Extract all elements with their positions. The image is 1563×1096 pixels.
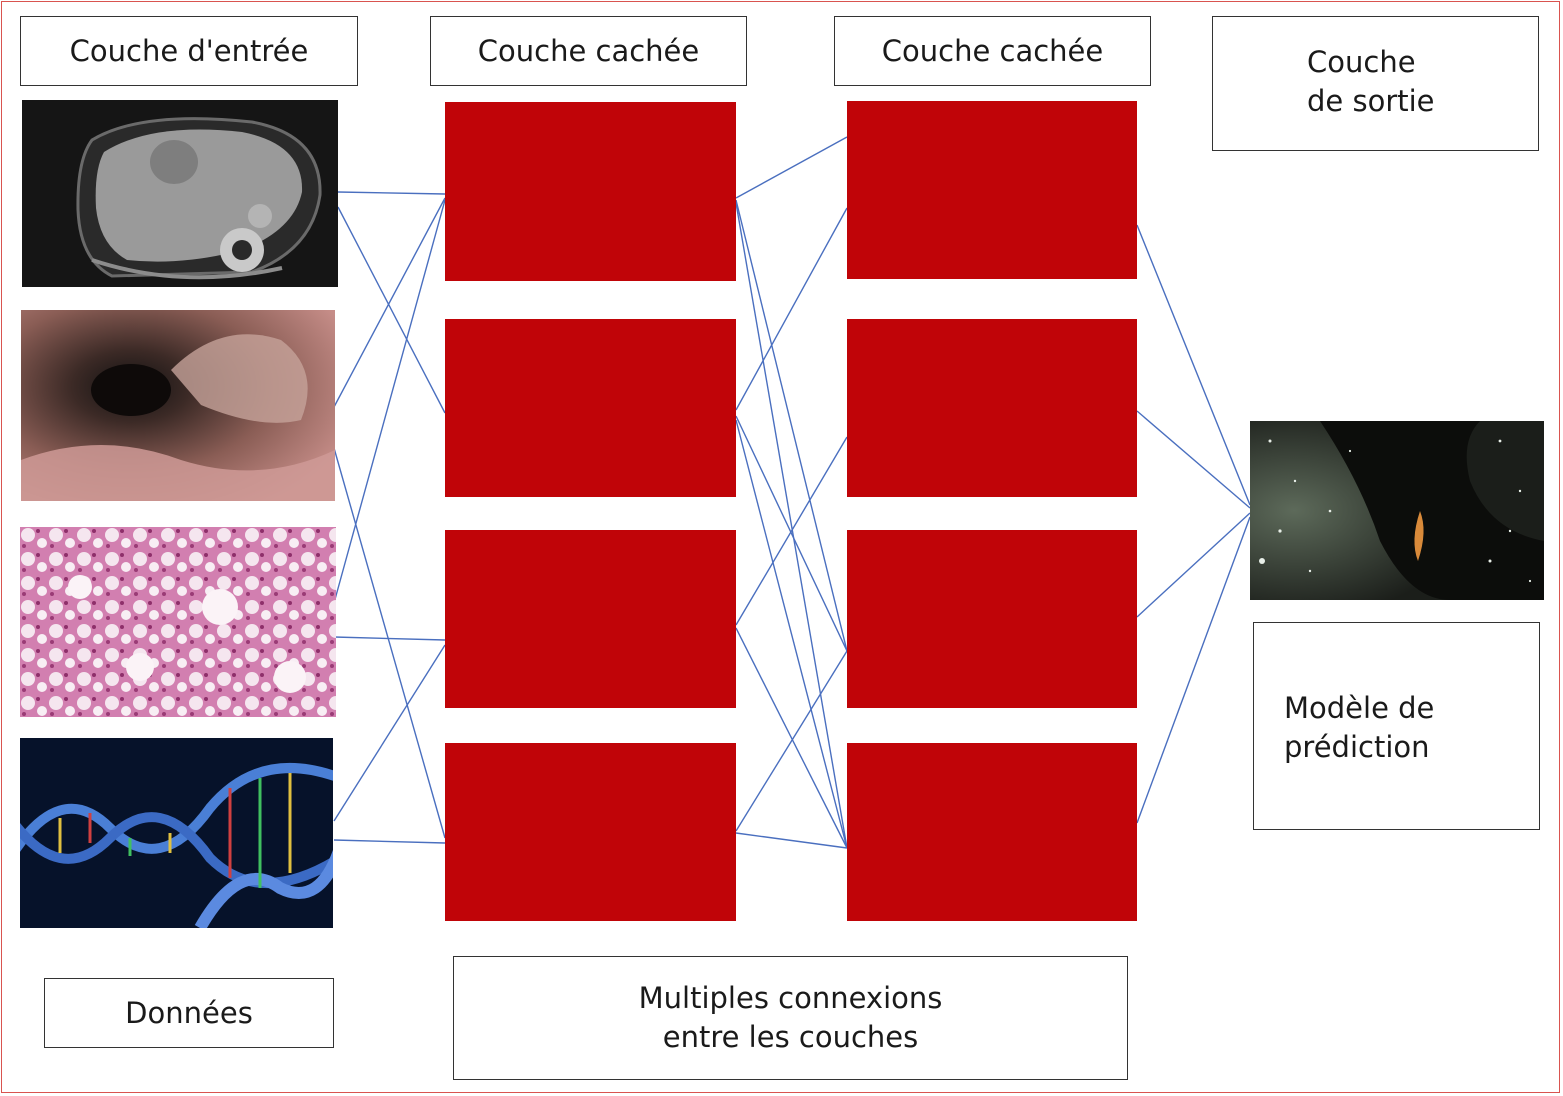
data-label: Données: [44, 978, 334, 1048]
hidden-layer-2-label: Couche cachée: [834, 16, 1151, 86]
hidden-layer-2-text: Couche cachée: [881, 33, 1104, 68]
connections-text-1: Multiples connexions: [638, 981, 943, 1015]
link: [337, 191, 446, 195]
hidden-2-node: [847, 319, 1137, 497]
link: [333, 197, 446, 408]
prediction-model-label: Modèle de prédiction: [1253, 622, 1540, 830]
hidden-1-node: [445, 530, 736, 708]
link: [735, 199, 848, 652]
endoscopy-image: [21, 310, 335, 501]
link: [333, 199, 446, 604]
histology-image: [20, 527, 336, 717]
input-layer-label: Couche d'entrée: [20, 16, 358, 86]
link: [735, 436, 848, 626]
prediction-text-2: prédiction: [1284, 730, 1430, 764]
link: [333, 636, 446, 641]
hidden-2-node: [847, 743, 1137, 921]
link: [735, 136, 848, 199]
link: [1136, 516, 1251, 824]
connections-label: Multiples connexions entre les couches: [453, 956, 1128, 1080]
hidden-2-node: [847, 101, 1137, 279]
link: [735, 832, 848, 849]
link: [735, 415, 848, 652]
connections-text-2: entre les couches: [662, 1020, 919, 1054]
output-layer-text-1: Couche: [1307, 45, 1416, 79]
link: [735, 202, 848, 849]
link: [735, 419, 848, 849]
output-space-image: [1250, 421, 1544, 600]
link: [1136, 224, 1251, 506]
link: [735, 627, 848, 849]
hidden-layer-1-label: Couche cachée: [430, 16, 747, 86]
link: [333, 447, 446, 839]
link: [735, 650, 848, 832]
hidden-1-node: [445, 743, 736, 921]
link: [1136, 410, 1251, 509]
link: [333, 839, 446, 844]
ct-scan-liver-image: [22, 100, 338, 287]
output-layer-text-2: de sortie: [1307, 84, 1435, 118]
input-layer-text: Couche d'entrée: [69, 33, 309, 68]
link: [333, 644, 446, 822]
hidden-1-node: [445, 319, 736, 497]
link: [1136, 512, 1251, 618]
data-text: Données: [125, 995, 253, 1030]
hidden-1-node: [445, 102, 736, 281]
link: [735, 207, 848, 411]
prediction-text-1: Modèle de: [1284, 691, 1435, 725]
hidden-layer-1-text: Couche cachée: [477, 33, 700, 68]
link: [337, 206, 446, 414]
output-layer-label: Couche de sortie: [1212, 16, 1539, 151]
dna-image: [20, 738, 333, 928]
hidden-2-node: [847, 530, 1137, 708]
